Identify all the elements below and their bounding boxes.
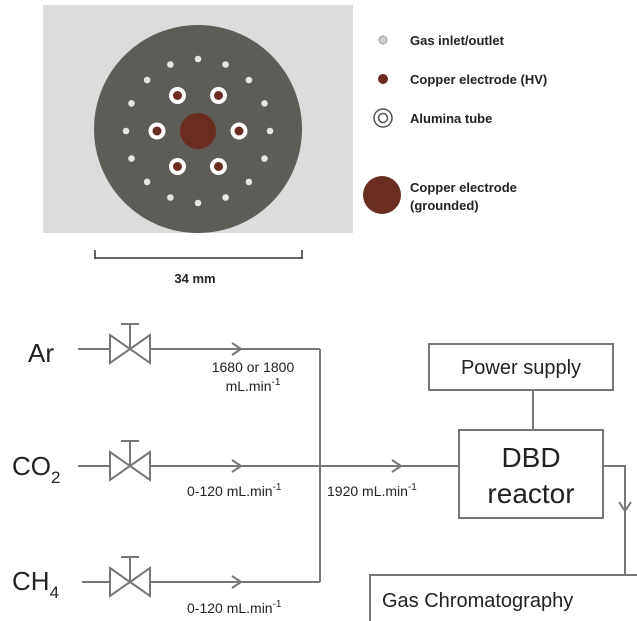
grounded-electrode bbox=[180, 113, 216, 149]
gas-hole bbox=[122, 127, 130, 135]
hv-electrode bbox=[214, 162, 223, 171]
gas-hole bbox=[167, 61, 174, 68]
hv-electrode bbox=[173, 162, 182, 171]
reactor-outlet-pipe bbox=[603, 465, 626, 575]
power-supply-box bbox=[428, 343, 614, 391]
dbd-reactor-box bbox=[458, 429, 604, 519]
power-supply-label: Power supply bbox=[461, 357, 581, 379]
legend-alumina: Alumina tube bbox=[410, 111, 492, 126]
reactor-label-line1: DBD bbox=[501, 442, 560, 473]
hv-electrode bbox=[173, 91, 182, 100]
ch4-flow-arrow-icon bbox=[231, 575, 243, 589]
gas-chromatography-box bbox=[369, 574, 637, 621]
dimension-label: 34 mm bbox=[174, 271, 215, 286]
hv-electrode bbox=[214, 91, 223, 100]
gas-hole bbox=[143, 76, 151, 84]
gas-hole bbox=[261, 155, 268, 162]
gas-hole bbox=[167, 194, 174, 201]
outlet-arrow-icon bbox=[618, 501, 632, 513]
gas-hole bbox=[128, 155, 135, 162]
co2-flow-label: 0-120 mL.min-1 bbox=[187, 482, 282, 499]
ar-flow-label-line1: 1680 or 1800 bbox=[212, 359, 295, 375]
co2-label: CO2 bbox=[12, 451, 60, 487]
alumina-ring-inner bbox=[377, 112, 389, 124]
gas-hole bbox=[222, 194, 229, 201]
gas-hole bbox=[143, 178, 151, 186]
legend-copper-grounded-line2: (grounded) bbox=[410, 198, 479, 213]
gas-hole bbox=[261, 100, 268, 107]
ar-flow-label-line2: mL.min-1 bbox=[226, 377, 281, 394]
gas-hole bbox=[245, 76, 253, 84]
total-flow-label: 1920 mL.min-1 bbox=[327, 482, 417, 499]
ch4-label: CH4 bbox=[12, 566, 59, 602]
legend-copper-hv: Copper electrode (HV) bbox=[410, 72, 547, 87]
co2-valve-icon bbox=[109, 440, 151, 482]
ch4-flow-label: 0-120 mL.min-1 bbox=[187, 599, 282, 616]
gas-hole bbox=[194, 55, 202, 63]
gas-hole bbox=[266, 127, 274, 135]
alumina-tubes bbox=[148, 87, 248, 175]
hv-electrode bbox=[234, 126, 244, 136]
gas-hole bbox=[245, 178, 253, 186]
copper-disc-icon bbox=[363, 176, 401, 214]
total-flow-arrow-icon bbox=[391, 459, 403, 473]
ar-label: Ar bbox=[28, 338, 54, 368]
gas-hole-icon bbox=[378, 35, 388, 45]
ar-valve-icon bbox=[109, 323, 151, 365]
legend-gas-hole: Gas inlet/outlet bbox=[410, 33, 505, 48]
gas-hole bbox=[128, 100, 135, 107]
gas-holes bbox=[122, 55, 274, 207]
gas-chromatography-label: Gas Chromatography bbox=[382, 590, 573, 612]
co2-flow-arrow-icon bbox=[231, 459, 243, 473]
legend-copper-grounded-line1: Copper electrode bbox=[410, 180, 517, 195]
gas-hole bbox=[194, 199, 202, 207]
hv-electrode bbox=[152, 126, 162, 136]
reactor-label-line2: reactor bbox=[487, 478, 574, 509]
gas-hole bbox=[222, 61, 229, 68]
copper-dot-icon bbox=[378, 74, 388, 84]
ch4-valve-icon bbox=[109, 556, 151, 598]
ar-flow-arrow-icon bbox=[231, 342, 243, 356]
